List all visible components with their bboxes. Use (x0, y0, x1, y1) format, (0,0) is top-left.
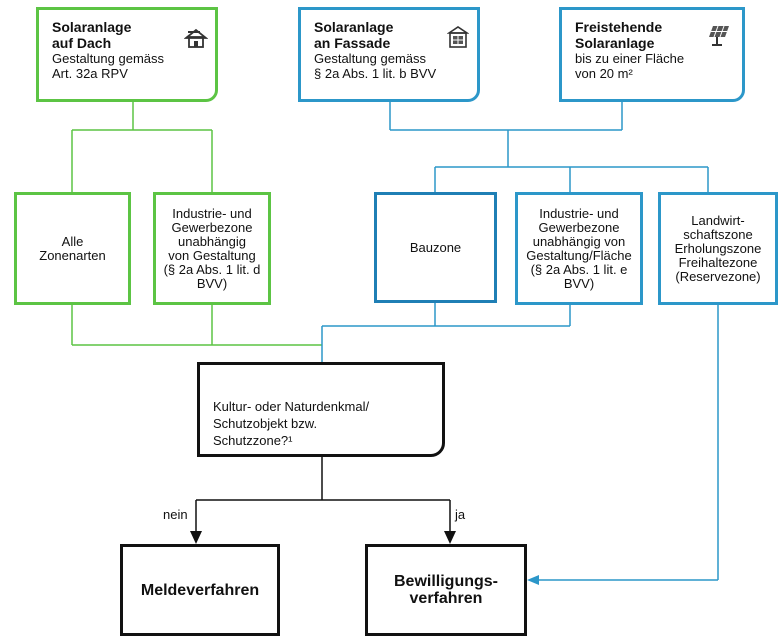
blue-connectors (321, 100, 719, 581)
house-icon (184, 28, 208, 48)
green-connectors (71, 100, 322, 346)
facade-solar-desc: Gestaltung gemäss § 2a Abs. 1 lit. b BVV (314, 51, 437, 81)
permit-arrowhead (527, 575, 539, 585)
facade-icon (447, 26, 469, 48)
protection-question-text: Kultur- oder Naturdenkmal/ Schutzobjekt … (213, 399, 370, 448)
permit-procedure-label: Bewilligungs- verfahren (394, 573, 498, 607)
branch-label-no: nein (163, 507, 188, 522)
roof-solar-desc: Gestaltung gemäss Art. 32a RPV (52, 51, 165, 81)
report-procedure-label: Meldeverfahren (140, 581, 260, 599)
zone-industry-blue: Industrie- und Gewerbezone unabhängig vo… (515, 192, 643, 305)
report-procedure-box: Meldeverfahren (120, 544, 280, 636)
zone-building: Bauzone (374, 192, 497, 303)
zone-agriculture-label: Landwirt- schaftszone Erholungszone Frei… (674, 212, 762, 284)
zone-agriculture: Landwirt- schaftszone Erholungszone Frei… (658, 192, 778, 305)
freestanding-solar-desc: bis zu einer Fläche von 20 m² (575, 51, 685, 81)
zone-industry-green-label: Industrie- und Gewerbezone unabhängig vo… (163, 205, 261, 291)
protection-question-box: Kultur- oder Naturdenkmal/ Schutzobjekt … (197, 362, 445, 457)
zone-industry-blue-label: Industrie- und Gewerbezone unabhängig vo… (526, 205, 632, 291)
no-arrowhead (190, 531, 202, 544)
permit-procedure-box: Bewilligungs- verfahren (365, 544, 527, 636)
zone-industry-green: Industrie- und Gewerbezone unabhängig vo… (153, 192, 271, 305)
freestanding-solar-box: Freistehende Solaranlage bis zu einer Fl… (559, 7, 745, 102)
solar-panel-icon (709, 25, 729, 46)
roof-solar-title: Solaranlage auf Dach (52, 19, 132, 51)
yes-arrowhead (444, 531, 456, 544)
zone-all: Alle Zonenarten (14, 192, 131, 305)
zone-all-label: Alle Zonenarten (39, 233, 106, 263)
facade-solar-box: Solaranlage an Fassade Gestaltung gemäss… (298, 7, 480, 102)
decision-connectors (195, 457, 451, 533)
zone-building-label: Bauzone (409, 239, 462, 255)
roof-solar-box: Solaranlage auf Dach Gestaltung gemäss A… (36, 7, 218, 102)
facade-solar-title: Solaranlage an Fassade (314, 19, 394, 51)
branch-label-yes: ja (455, 507, 466, 522)
freestanding-solar-title: Freistehende Solaranlage (575, 19, 663, 51)
